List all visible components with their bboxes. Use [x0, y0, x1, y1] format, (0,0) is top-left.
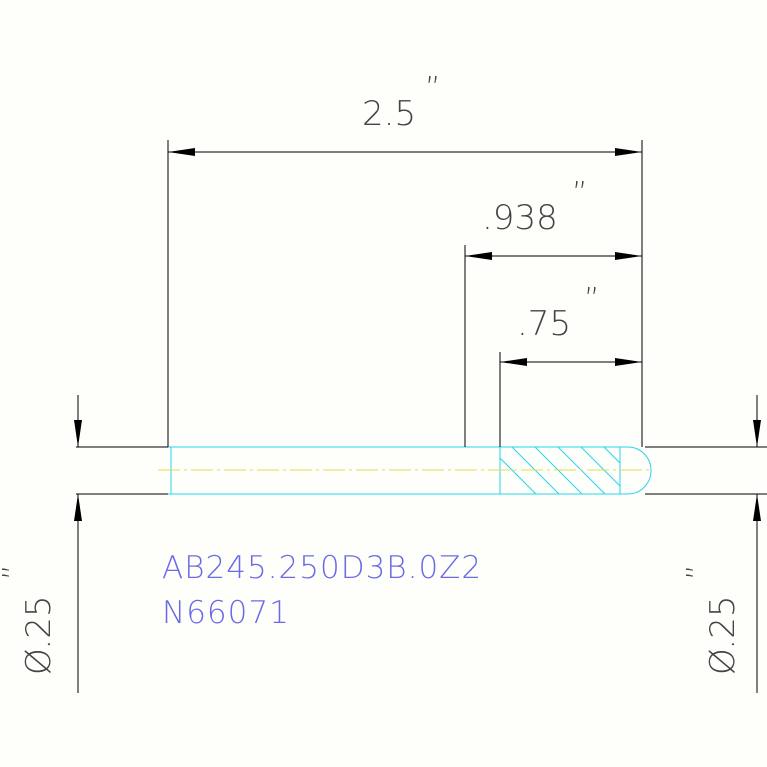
- arrow-overall-right: [615, 148, 642, 156]
- dim-hatch-value: .75: [517, 304, 571, 344]
- dim-overall-unit: ”: [425, 71, 441, 106]
- hatch-line: [603, 446, 621, 464]
- arrow-dia-left-bottom: [74, 494, 82, 521]
- dim-thread-value: .938: [482, 198, 558, 238]
- arrow-dia-right-bottom: [753, 494, 761, 521]
- dim-thread-unit: ”: [572, 176, 588, 211]
- arrow-thread-left: [465, 252, 492, 260]
- rounded-tip: [620, 446, 652, 495]
- dim-diameter-right-value: Ø.25: [703, 596, 743, 675]
- arrow-dia-right-top: [753, 420, 761, 447]
- dim-diameter-right-unit: ”: [681, 564, 716, 580]
- arrow-dia-left-top: [74, 420, 82, 447]
- dim-diameter-left-value: Ø.25: [19, 596, 59, 675]
- dim-diameter-left-unit: ”: [0, 564, 32, 580]
- arrow-thread-right: [615, 252, 642, 260]
- arrowheads: [74, 148, 761, 521]
- dim-diameter-right: Ø.25 ”: [681, 564, 743, 675]
- part-number-line1: AB245.250D3B.0Z2: [162, 550, 482, 586]
- dim-hatch-unit: ”: [584, 282, 600, 317]
- dim-diameter-left: Ø.25 ”: [0, 564, 59, 675]
- arrow-hatch-right: [615, 358, 642, 366]
- arrow-overall-left: [168, 148, 195, 156]
- part-number-line2: N66071: [162, 595, 290, 631]
- dim-overall-value: 2.5: [362, 94, 416, 134]
- hatch-line: [580, 446, 621, 487]
- hatch-line: [499, 457, 537, 495]
- arrow-hatch-left: [500, 358, 527, 366]
